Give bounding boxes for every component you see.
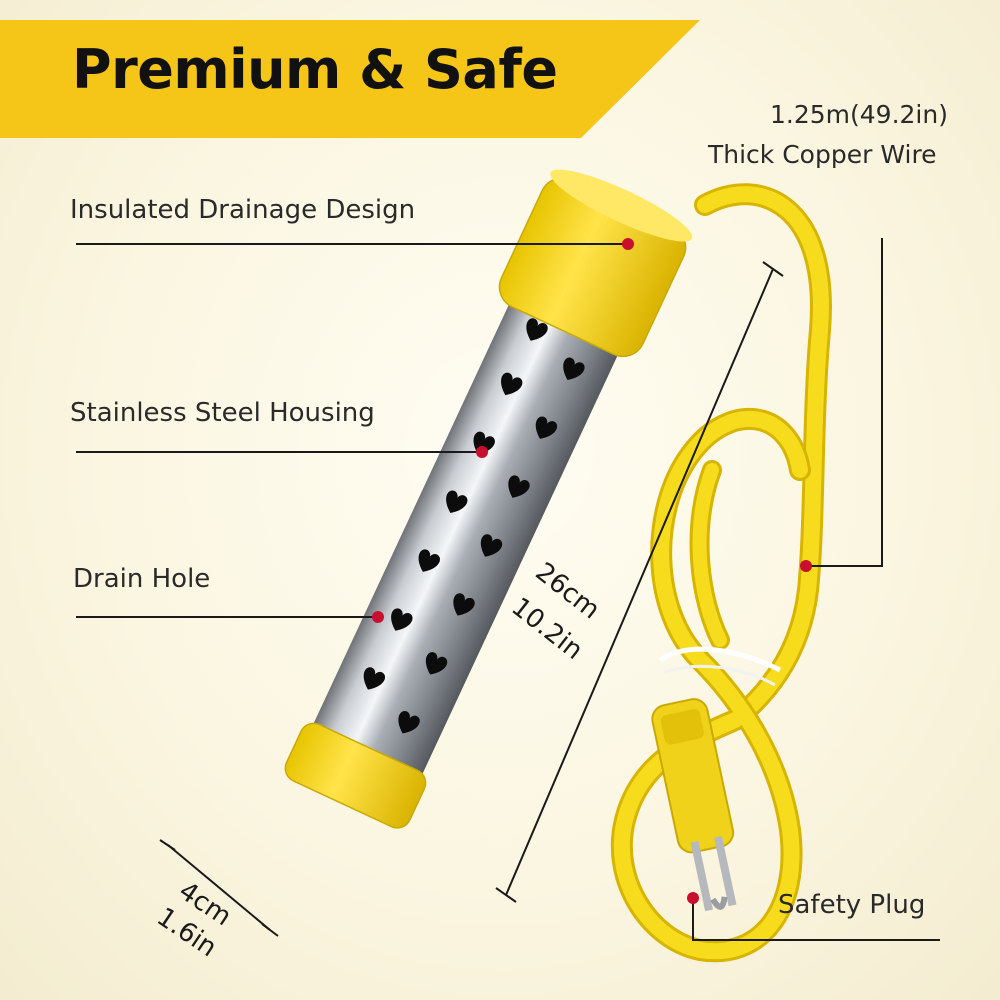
title-banner <box>0 20 700 138</box>
marker-drainage <box>622 238 634 250</box>
safety-plug-body <box>651 698 737 912</box>
power-cord <box>610 183 832 963</box>
safety-plug-label: Safety Plug <box>778 890 926 920</box>
cable-length-label: 1.25m(49.2in) <box>770 100 948 129</box>
callout-markers <box>372 238 812 904</box>
marker-housing <box>476 446 488 458</box>
cable-wire-label: Thick Copper Wire <box>708 140 937 169</box>
drain-hole-label: Drain Hole <box>73 564 211 594</box>
marker-cord <box>800 560 812 572</box>
callout-lines <box>76 238 940 941</box>
marker-drain-hole <box>372 611 384 623</box>
marker-plug <box>687 892 699 904</box>
housing-label: Stainless Steel Housing <box>70 398 375 428</box>
page-title: Premium & Safe <box>72 38 558 101</box>
drainage-label: Insulated Drainage Design <box>70 195 416 225</box>
cable-tie <box>658 646 782 687</box>
heater-element <box>284 169 693 829</box>
